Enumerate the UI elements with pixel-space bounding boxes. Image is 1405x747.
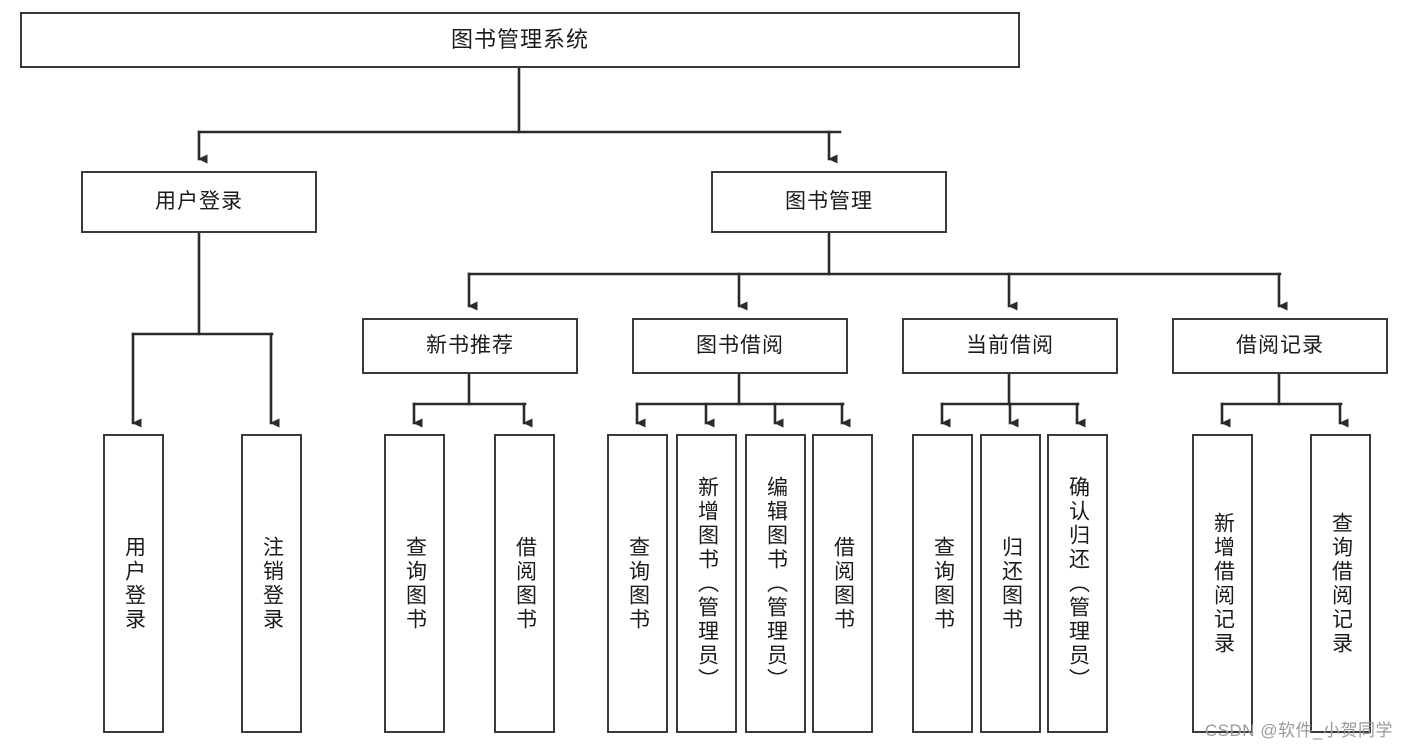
node-user-login-label: 用户登录 xyxy=(155,190,243,214)
node-leaf-query-book-1[interactable]: 查询图书 xyxy=(384,434,445,733)
node-leaf-query-book-3[interactable]: 查询图书 xyxy=(912,434,973,733)
node-new-book-recommend[interactable]: 新书推荐 xyxy=(362,318,578,374)
node-leaf-user-login-label: 用户登录 xyxy=(122,535,146,632)
node-leaf-query-book-2[interactable]: 查询图书 xyxy=(607,434,668,733)
node-leaf-confirm-return-label: 确认归还（管理员） xyxy=(1066,475,1090,692)
node-user-login[interactable]: 用户登录 xyxy=(81,171,317,233)
node-leaf-add-record-label: 新增借阅记录 xyxy=(1211,511,1235,656)
node-leaf-edit-book-label: 编辑图书（管理员） xyxy=(764,475,788,692)
node-leaf-confirm-return[interactable]: 确认归还（管理员） xyxy=(1047,434,1108,733)
node-book-manage[interactable]: 图书管理 xyxy=(711,171,947,233)
node-leaf-query-book-2-label: 查询图书 xyxy=(626,535,650,632)
node-leaf-add-book[interactable]: 新增图书（管理员） xyxy=(676,434,737,733)
node-leaf-borrow-book-2[interactable]: 借阅图书 xyxy=(812,434,873,733)
node-leaf-return-book-label: 归还图书 xyxy=(999,535,1023,632)
node-leaf-return-book[interactable]: 归还图书 xyxy=(980,434,1041,733)
node-book-manage-label: 图书管理 xyxy=(785,190,873,214)
node-leaf-borrow-book-1[interactable]: 借阅图书 xyxy=(494,434,555,733)
node-root[interactable]: 图书管理系统 xyxy=(20,12,1020,68)
node-leaf-logout[interactable]: 注销登录 xyxy=(241,434,302,733)
node-leaf-query-book-1-label: 查询图书 xyxy=(403,535,427,632)
node-current-borrow[interactable]: 当前借阅 xyxy=(902,318,1118,374)
node-root-label: 图书管理系统 xyxy=(450,26,589,52)
node-leaf-query-record[interactable]: 查询借阅记录 xyxy=(1310,434,1371,733)
node-borrow-record-label: 借阅记录 xyxy=(1236,334,1324,358)
node-current-borrow-label: 当前借阅 xyxy=(966,334,1054,358)
node-leaf-query-record-label: 查询借阅记录 xyxy=(1329,511,1353,656)
node-book-borrow-label: 图书借阅 xyxy=(696,334,784,358)
node-leaf-add-book-label: 新增图书（管理员） xyxy=(695,475,719,692)
node-leaf-logout-label: 注销登录 xyxy=(260,535,284,632)
node-new-book-recommend-label: 新书推荐 xyxy=(426,334,514,358)
node-borrow-record[interactable]: 借阅记录 xyxy=(1172,318,1388,374)
node-leaf-query-book-3-label: 查询图书 xyxy=(931,535,955,632)
node-leaf-borrow-book-1-label: 借阅图书 xyxy=(513,535,537,632)
node-leaf-borrow-book-2-label: 借阅图书 xyxy=(831,535,855,632)
node-leaf-edit-book[interactable]: 编辑图书（管理员） xyxy=(745,434,806,733)
node-leaf-add-record[interactable]: 新增借阅记录 xyxy=(1192,434,1253,733)
node-leaf-user-login[interactable]: 用户登录 xyxy=(103,434,164,733)
node-book-borrow[interactable]: 图书借阅 xyxy=(632,318,848,374)
